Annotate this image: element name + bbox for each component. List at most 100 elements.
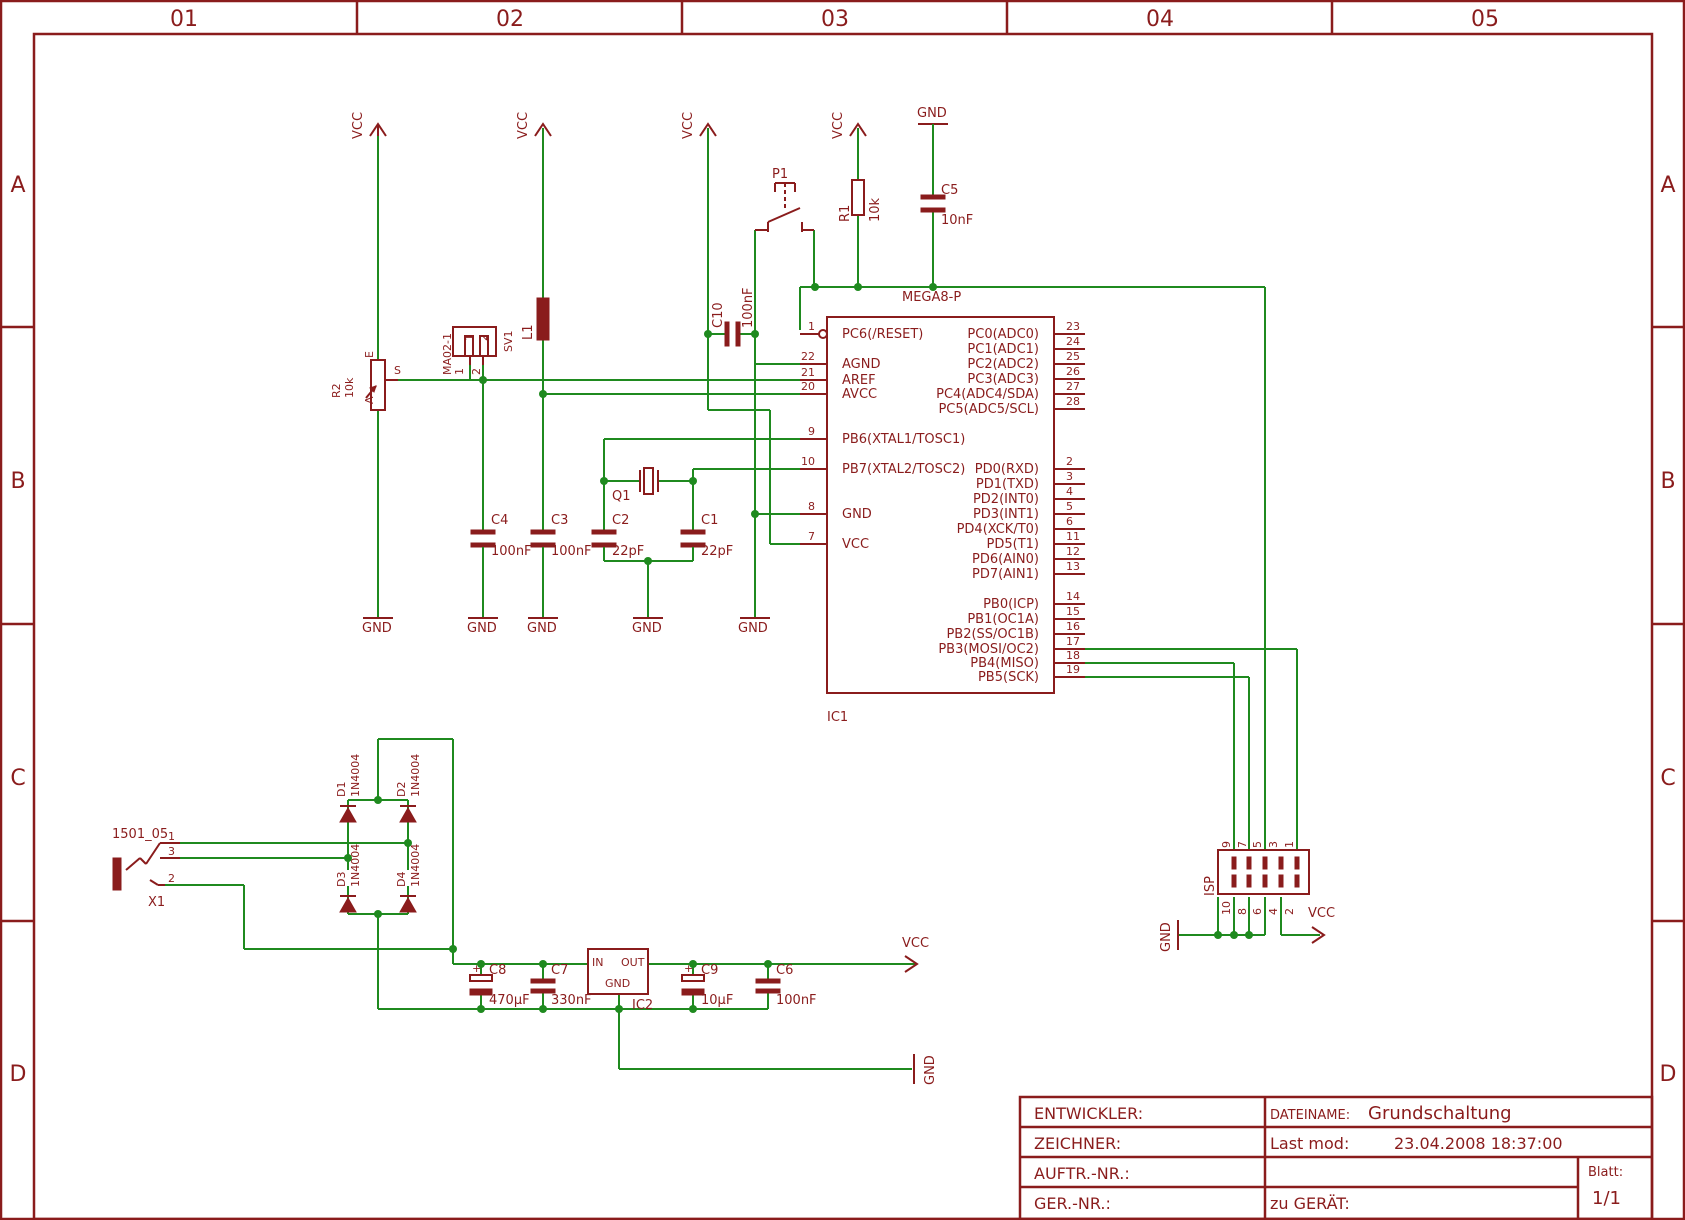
isp-pin: 8: [1236, 908, 1249, 915]
c8-plus: +: [472, 962, 481, 975]
capacitor-c2: C2 22pF: [591, 513, 644, 560]
isp-pad: [1262, 856, 1268, 870]
c8-name: C8: [489, 963, 506, 978]
mcu-pin-number: 25: [1066, 350, 1080, 363]
mcu-pin-name: PB3(MOSI/OC2): [938, 642, 1039, 657]
d3-name: D3: [335, 872, 348, 887]
capacitor-c10: C10 100nF: [711, 287, 756, 347]
mcu-pin-name: PC1(ADC1): [967, 342, 1039, 357]
gnd-label: GND: [362, 621, 392, 636]
isp-pad: [1246, 874, 1252, 888]
sv1-pin1-top: 1: [463, 334, 476, 341]
title-auftr: AUFTR.-NR.:: [1034, 1164, 1130, 1183]
c4-value: 100nF: [491, 544, 532, 559]
jack-pin: 3: [168, 845, 175, 858]
title-entwickler: ENTWICKLER:: [1034, 1104, 1143, 1123]
diode-d1: D1 1N4004: [335, 754, 362, 823]
capacitor-c6: C6 100nF: [755, 963, 817, 1008]
mcu-pin-number: 17: [1066, 635, 1080, 648]
isp-pin: 6: [1251, 908, 1264, 915]
isp-pad: [1246, 856, 1252, 870]
c10-name: C10: [711, 302, 726, 328]
isp-header: ISP 9 7 5 3 1 10 8 6 4 2 GND VCC: [1159, 841, 1335, 952]
column-label: 04: [1146, 7, 1174, 32]
mcu-pin-number: 28: [1066, 395, 1080, 408]
column-labels: 01 02 03 04 05: [170, 7, 1499, 32]
capacitor-c5: C5 10nF: [920, 183, 973, 228]
c3-name: C3: [551, 513, 568, 528]
r2-pin-s: S: [394, 364, 401, 377]
column-label: 02: [496, 7, 524, 32]
mcu-pin-number: 22: [801, 350, 815, 363]
capacitor-c1: C1 22pF: [680, 513, 733, 560]
mcu-pin-name: PD0(RXD): [975, 462, 1039, 477]
ic2-gnd: GND: [605, 977, 630, 990]
p1-name: P1: [772, 167, 788, 182]
mcu-pin-number: 15: [1066, 605, 1080, 618]
r2-pin-a: A: [363, 396, 376, 404]
crystal-q1: Q1: [612, 467, 659, 504]
vcc-symbol-r2: VCC: [351, 112, 387, 139]
gnd-label: GND: [923, 1055, 938, 1085]
jack-pin: 2: [168, 872, 175, 885]
isp-name: ISP: [1203, 876, 1218, 896]
d2-value: 1N4004: [409, 754, 422, 797]
potentiometer-r2: R2 10k E A S: [330, 351, 401, 411]
c10-value: 100nF: [741, 287, 756, 328]
title-lastmod-label: Last mod:: [1270, 1134, 1349, 1153]
gnd-label: GND: [467, 621, 497, 636]
c6-name: C6: [776, 963, 793, 978]
title-block: ENTWICKLER: ZEICHNER: AUFTR.-NR.: GER.-N…: [1018, 1095, 1654, 1220]
column-label: 01: [170, 7, 198, 32]
vcc-label: VCC: [902, 936, 929, 951]
sv1-pin2: 2: [470, 368, 483, 375]
diode-d4: D4 1N4004: [395, 844, 422, 913]
c3-value: 100nF: [551, 544, 592, 559]
mcu-pin-number: 13: [1066, 560, 1080, 573]
mcu-pin-number: 19: [1066, 663, 1080, 676]
vcc-symbol-regulator: VCC: [902, 936, 929, 973]
gnd-label: GND: [1159, 922, 1174, 952]
c1-name: C1: [701, 513, 718, 528]
mcu-pin-name: PC3(ADC3): [967, 372, 1039, 387]
mcu-pin-number: 24: [1066, 335, 1080, 348]
mcu-pin-name: PB1(OC1A): [967, 612, 1039, 627]
title-blatt-value: 1/1: [1592, 1188, 1621, 1209]
mcu-pin-number: 1: [808, 320, 815, 333]
pushbutton-p1: P1: [755, 167, 814, 232]
mcu-pin-name: PB7(XTAL2/TOSC2): [842, 462, 965, 477]
mcu-pin-number: 23: [1066, 320, 1080, 333]
c9-name: C9: [701, 963, 718, 978]
mcu-pin-name: PD1(TXD): [976, 477, 1039, 492]
c4-name: C4: [491, 513, 508, 528]
mcu-pin-number: 3: [1066, 470, 1073, 483]
title-zu-geraet: zu GERÄT:: [1270, 1194, 1350, 1213]
isp-pin: 4: [1267, 908, 1280, 915]
mcu-pin-name: PC2(ADC2): [967, 357, 1039, 372]
wires: [165, 128, 1320, 1070]
d1-name: D1: [335, 782, 348, 797]
mcu-pin-name: PC5(ADC5/SCL): [938, 402, 1039, 417]
mcu-pin-number: 5: [1066, 500, 1073, 513]
row-label-left: C: [10, 766, 25, 791]
d4-name: D4: [395, 872, 408, 887]
c6-value: 100nF: [776, 993, 817, 1008]
isp-pin: 10: [1220, 901, 1233, 915]
gnd-symbols-row-b: GND GND GND GND GND: [362, 617, 770, 636]
mcu-pin-number: 21: [801, 366, 815, 379]
vcc-label: VCC: [351, 112, 366, 139]
c2-name: C2: [612, 513, 629, 528]
vcc-symbol-avcc: VCC: [681, 112, 717, 139]
row-label-left: A: [10, 173, 25, 198]
capacitor-c7: C7 330nF: [530, 963, 592, 1008]
jack-name: X1: [148, 895, 165, 910]
r2-name: R2: [330, 383, 343, 398]
mcu-pin-number: 20: [801, 380, 815, 393]
header-sv1: MA02-1 SV1 1 2 1 2: [441, 326, 515, 375]
mcu-pin-number: 27: [1066, 380, 1080, 393]
gnd-label: GND: [738, 621, 768, 636]
mcu-name: IC1: [827, 710, 848, 725]
capacitor-c9: + C9 10µF: [681, 962, 733, 1008]
vcc-label: VCC: [681, 112, 696, 139]
mcu-pin-number: 9: [808, 425, 815, 438]
